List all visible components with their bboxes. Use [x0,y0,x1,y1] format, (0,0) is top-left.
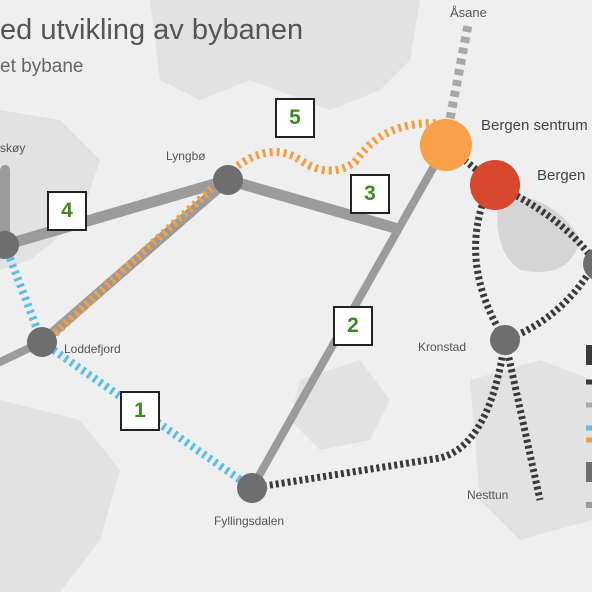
route-label-1: 1 [120,391,160,431]
water-patch [497,190,580,272]
node-loddefjord [27,327,57,357]
label-asane: Åsane [450,5,487,20]
label-askoy: skøy [0,141,26,155]
route-3-line [222,174,401,234]
label-bergen-sentrum: Bergen sentrum [481,117,588,134]
existing-line-fyllingsdalen [251,339,509,492]
asane-planned-line [441,24,473,141]
route-label-4: 4 [47,191,87,231]
node-fyllingsdalen [237,473,267,503]
node-lyngbo [213,165,243,195]
node-bergen-sentrum [420,119,472,171]
land-shape-center [290,360,390,450]
label-lyngbo: Lyngbø [166,149,206,163]
label-kronstad: Kronstad [418,340,467,354]
label-loddefjord: Loddefjord [64,342,121,356]
legend-partial [586,345,592,508]
label-fyllingsdalen: Fyllingsdalen [214,514,285,528]
land-shape-west [0,110,100,270]
route-5-alternative [229,119,446,175]
map-subtitle: et bybane [0,56,84,77]
node-kronstad [490,325,520,355]
existing-line-east [503,266,592,344]
node-east [583,249,592,279]
label-bergen: Bergen [537,167,586,184]
route-4-line [0,174,234,251]
land-shape-south [0,400,120,592]
route-label-5: 5 [275,98,315,138]
existing-line-sentrum [443,142,498,188]
land-shape-north [150,0,420,110]
existing-line-kronstad-north [472,183,508,342]
label-nesttun: Nesttun [467,488,509,502]
askoy-blue-alternative [1,243,46,344]
node-bergen [470,160,520,210]
land-shape-east [470,360,592,540]
node-askoy [0,231,19,259]
map-title: ed utvikling av bybanen [0,14,304,46]
existing-line-bergen-east [493,181,592,261]
route-label-2: 2 [333,306,373,346]
route-label-3: 3 [350,174,390,214]
